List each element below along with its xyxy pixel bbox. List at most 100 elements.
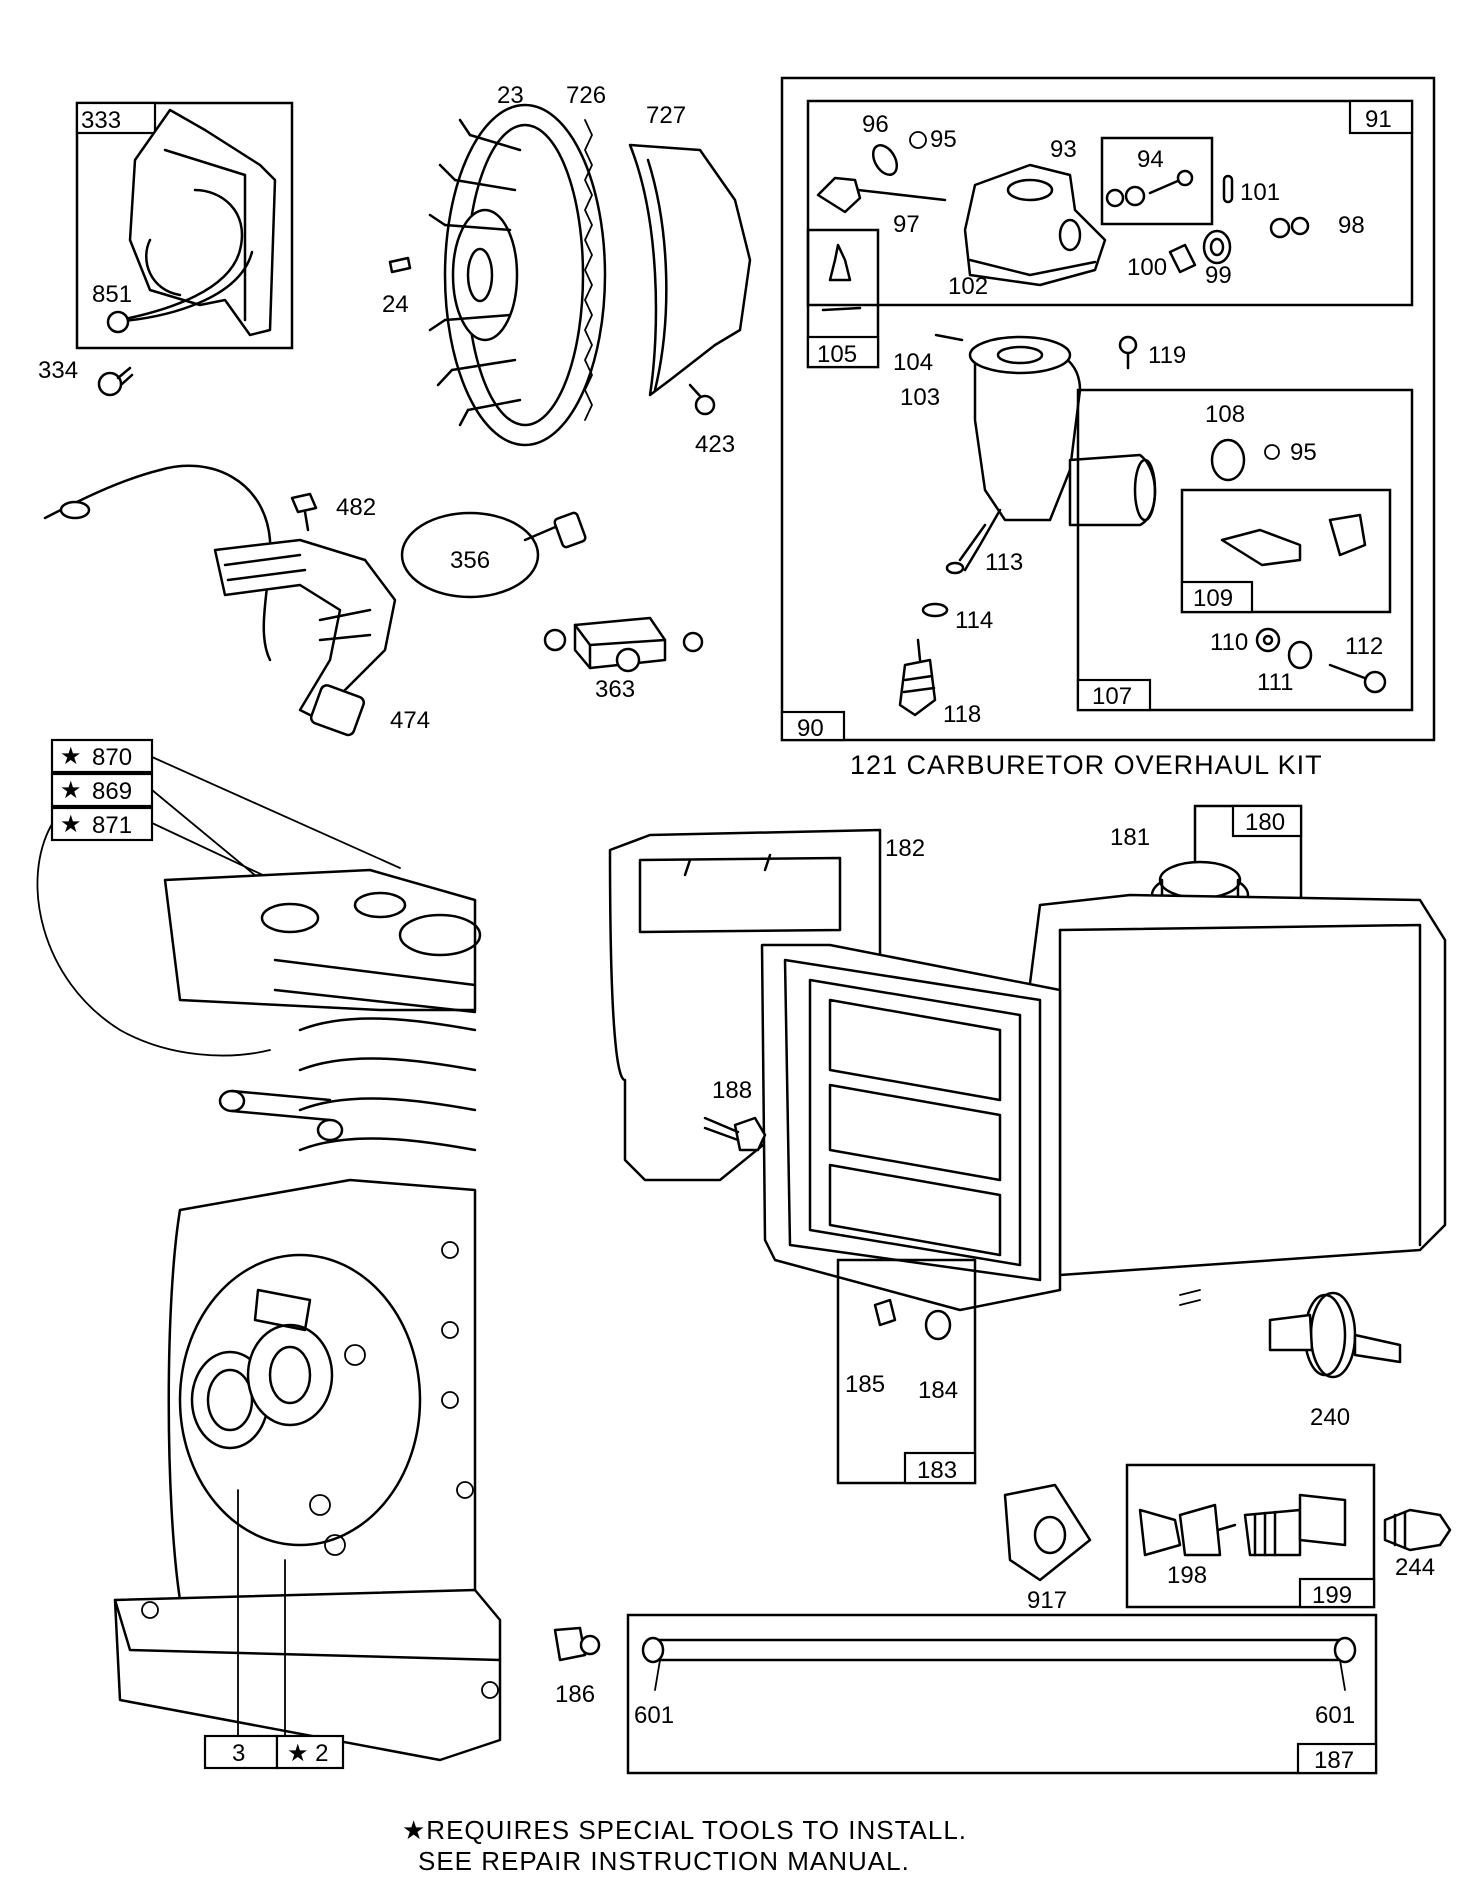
nut-185 xyxy=(873,1298,897,1327)
tag-187 xyxy=(1296,1742,1378,1775)
tag-199 xyxy=(1298,1577,1376,1609)
label-108: 108 xyxy=(1205,401,1245,428)
tag-3 xyxy=(203,1734,279,1770)
label-482: 482 xyxy=(336,494,376,521)
part-100 xyxy=(1168,243,1197,274)
part-box-109 xyxy=(1180,488,1392,614)
tag-180 xyxy=(1231,804,1303,838)
label-182: 182 xyxy=(885,835,925,862)
part-box-94 xyxy=(1100,136,1214,226)
label-24: 24 xyxy=(382,291,409,318)
spark-plug-118 xyxy=(898,638,937,717)
label-185: 185 xyxy=(845,1371,885,1398)
label-111: 111 xyxy=(1257,669,1293,696)
part-109 xyxy=(1220,528,1302,567)
gasket-tags: ★ 870 ★ 869 ★ 871 xyxy=(36,738,401,1057)
footnote-line2: SEE REPAIR INSTRUCTION MANUAL. xyxy=(418,1846,910,1876)
tag-91 xyxy=(1348,99,1414,135)
part-box-90 xyxy=(780,76,1436,742)
flywheel xyxy=(443,103,607,447)
part-108 xyxy=(1210,438,1246,482)
label-334: 334 xyxy=(38,357,78,384)
kit-caption: 121 CARBURETOR OVERHAUL KIT xyxy=(850,750,1323,780)
label-94: 94 xyxy=(1137,146,1164,173)
part-box-187 xyxy=(626,1613,1378,1775)
key-24 xyxy=(388,256,412,274)
part-101 xyxy=(1222,174,1234,204)
spark-plug-clip xyxy=(106,310,130,334)
screw-119 xyxy=(1118,335,1138,370)
wire-loop-356 xyxy=(400,511,540,599)
fuel-tank-180 xyxy=(1008,893,1447,1277)
tag-107 xyxy=(1076,678,1152,712)
fuel-filter-240 xyxy=(1268,1291,1402,1379)
label-119: 119 xyxy=(1148,342,1186,369)
label-187: 187 xyxy=(1314,1747,1354,1774)
label-100: 100 xyxy=(1127,254,1167,281)
label-105: 105 xyxy=(817,341,857,368)
label-102: 102 xyxy=(948,273,988,300)
armature-wire xyxy=(118,188,244,322)
label-101: 101 xyxy=(1240,179,1280,206)
label-109: 109 xyxy=(1193,585,1233,612)
label-244: 244 xyxy=(1395,1554,1435,1581)
footnote-line1: ★REQUIRES SPECIAL TOOLS TO INSTALL. xyxy=(402,1815,967,1845)
part-box-199 xyxy=(1125,1463,1376,1609)
lead-wire xyxy=(43,468,162,520)
tag-105 xyxy=(806,335,880,369)
label-112: 112 xyxy=(1345,633,1383,660)
ignition-armature-group: 333 851 334 xyxy=(38,101,294,397)
label-423: 423 xyxy=(695,431,735,458)
screw-482 xyxy=(290,492,318,532)
label-114: 114 xyxy=(955,607,993,634)
tag-90 xyxy=(780,710,846,742)
alternator-stator xyxy=(213,538,397,722)
label-474: 474 xyxy=(390,707,430,734)
engine-block xyxy=(113,868,502,1767)
blower-housing-727 xyxy=(628,143,752,397)
label-91: 91 xyxy=(1365,106,1392,133)
air-filter-frame xyxy=(760,943,1062,1312)
tag-109 xyxy=(1180,580,1254,614)
tag-871 xyxy=(50,806,154,842)
label-2: ★ 2 xyxy=(287,1740,329,1767)
label-871: 871 xyxy=(92,812,132,839)
ring-gear-726 xyxy=(584,119,593,421)
label-184: 184 xyxy=(918,1377,958,1404)
fuel-tank-group: 182 180 181 183 185 184 188 xyxy=(553,804,1452,1775)
throttle-plate-96 xyxy=(871,144,899,176)
label-181: 181 xyxy=(1110,824,1150,851)
part-box-107 xyxy=(1076,388,1414,712)
screw-334 xyxy=(97,366,134,397)
screw-188 xyxy=(703,1116,767,1152)
alternator-group: 474 482 356 363 xyxy=(43,464,704,737)
screw-112 xyxy=(1328,663,1372,682)
label-118: 118 xyxy=(943,701,981,728)
label-183: 183 xyxy=(917,1457,957,1484)
label-107: 107 xyxy=(1092,683,1132,710)
carburetor-group: 90 91 96 95 97 93 102 94 101 98 99 100 xyxy=(780,76,1436,742)
elbow-186 xyxy=(553,1626,601,1662)
alternator-connector xyxy=(309,684,366,737)
label-851: 851 xyxy=(92,281,132,308)
part-110 xyxy=(1255,627,1281,653)
valve-fitting xyxy=(1243,1493,1347,1557)
tag-870 xyxy=(50,738,154,774)
engine-base xyxy=(113,1588,502,1762)
label-3: 3 xyxy=(232,1740,245,1767)
label-727: 727 xyxy=(646,102,686,129)
label-917: 917 xyxy=(1027,1587,1067,1614)
label-103: 103 xyxy=(900,384,940,411)
label-90: 90 xyxy=(797,715,824,742)
label-95b: 95 xyxy=(1290,439,1317,466)
screw-423 xyxy=(688,383,716,416)
part-box-333 xyxy=(75,101,294,350)
fitting-244 xyxy=(1383,1508,1452,1552)
clip-917 xyxy=(1003,1483,1092,1582)
tag-333 xyxy=(75,101,157,135)
needle-113 xyxy=(958,523,987,562)
inlet-needle xyxy=(828,243,852,282)
star-871: ★ xyxy=(60,811,82,838)
label-356: 356 xyxy=(450,547,490,574)
rectifier-363 xyxy=(543,616,704,673)
